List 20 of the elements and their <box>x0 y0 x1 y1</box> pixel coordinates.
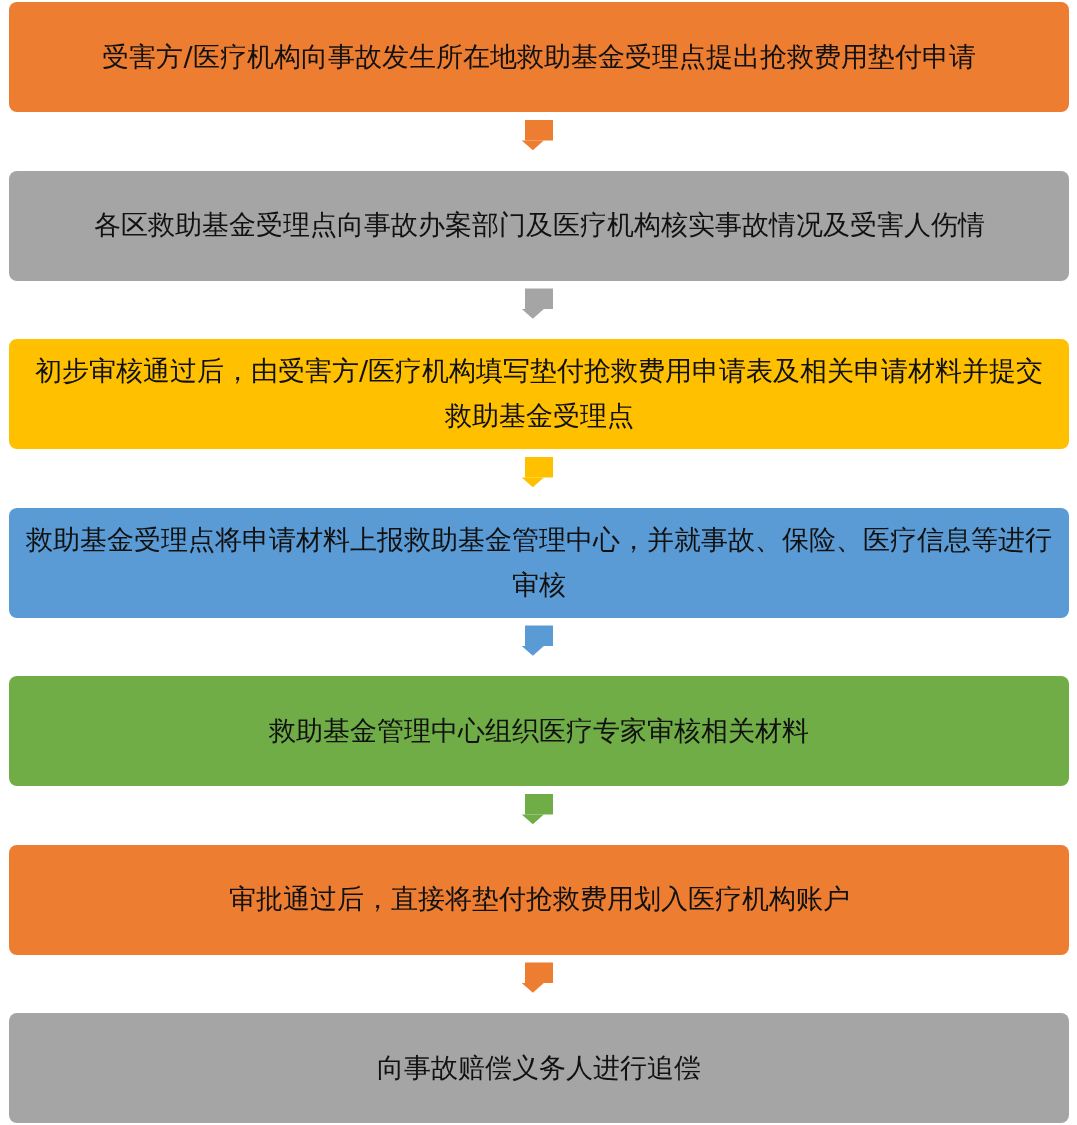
step-text: 初步审核通过后，由受害方/医疗机构填写垫付抢救费用申请表及相关申请材料并提交救助基金受理点 <box>33 354 1045 433</box>
process-box <box>9 844 1069 955</box>
process-box <box>9 676 1069 786</box>
process-box <box>9 170 1069 281</box>
step-text: 受害方/医疗机构向事故发生所在地救助基金受理点提出抢救费用垫付申请 <box>102 39 976 74</box>
step-text: 向事故赔偿义务人进行追偿 <box>377 1050 701 1085</box>
step-text: 审批通过后，直接将垫付抢救费用划入医疗机构账户 <box>228 882 850 917</box>
process-box <box>9 507 1069 618</box>
block-arrow <box>521 794 553 825</box>
block-arrow <box>521 457 553 488</box>
step-text: 各区救助基金受理点向事故办案部门及医疗机构核实事故情况及受害人伤情 <box>93 208 985 243</box>
block-arrow <box>521 625 553 656</box>
process-box <box>9 339 1069 449</box>
block-arrow <box>521 288 553 319</box>
process-box <box>9 1013 1069 1123</box>
process-box <box>9 2 1069 112</box>
block-arrow <box>521 120 553 151</box>
step-text: 救助基金管理中心组织医疗专家审核相关材料 <box>269 713 809 748</box>
step-text: 救助基金受理点将申请材料上报救助基金管理中心，并就事故、保险、医疗信息等进行审核 <box>25 522 1053 602</box>
block-arrow <box>521 962 553 993</box>
